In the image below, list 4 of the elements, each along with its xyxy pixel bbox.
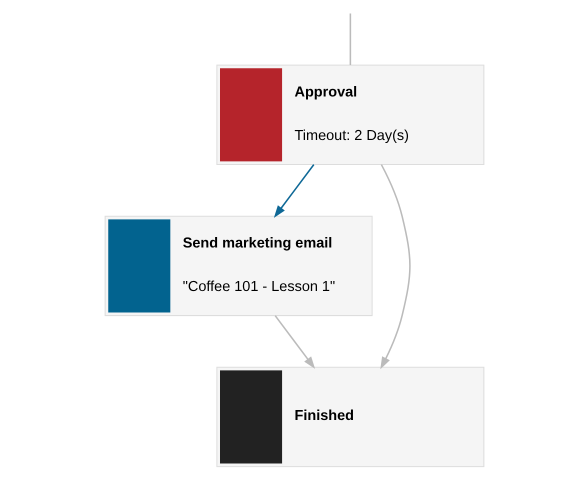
- arrow: [274, 315, 315, 369]
- connector: [349, 13, 351, 66]
- arrow: [380, 164, 410, 370]
- arrow: [273, 164, 314, 218]
